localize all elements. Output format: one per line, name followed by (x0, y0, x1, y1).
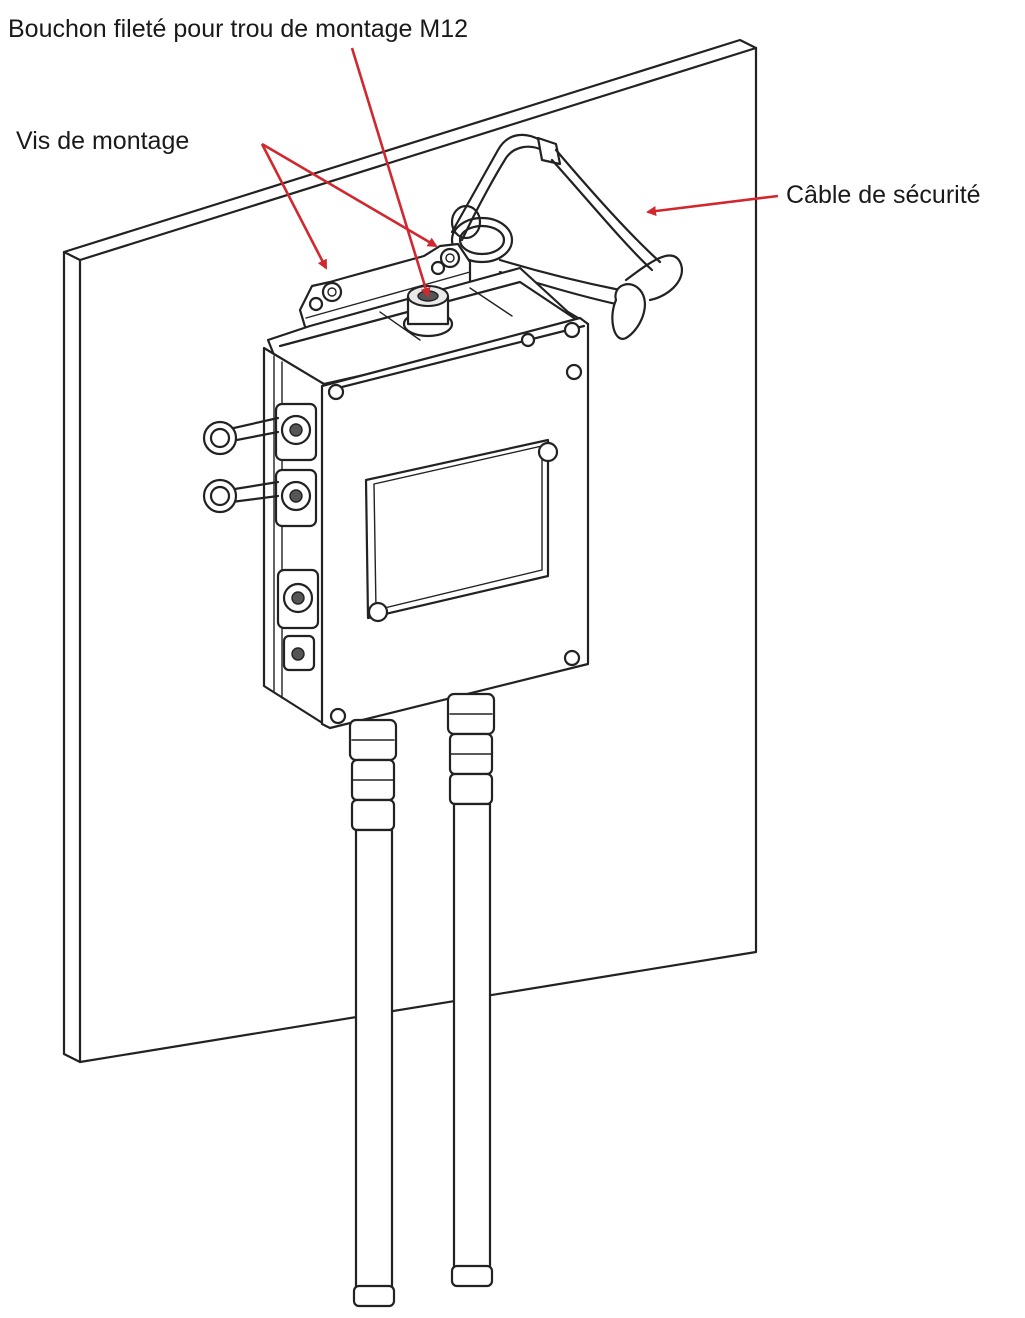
arrow-screw-left (260, 143, 328, 270)
callout-arrows (260, 47, 779, 298)
arrow-cable (646, 194, 779, 216)
arrow-screw-right (261, 142, 438, 248)
side-connectors (202, 402, 320, 672)
arrow-plug (350, 47, 431, 298)
label-mounting-screws: Vis de montage (16, 127, 190, 155)
enclosure-front (320, 316, 590, 730)
antenna-right (446, 692, 496, 1288)
antenna-left (348, 718, 398, 1308)
label-threaded-plug: Bouchon fileté pour trou de montage M12 (8, 15, 469, 43)
label-safety-cable: Câble de sécurité (786, 181, 981, 209)
